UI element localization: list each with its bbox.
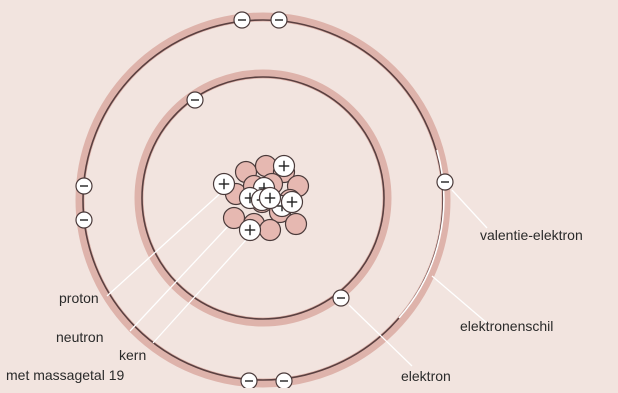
leader-electron-shell	[431, 275, 488, 324]
label-nucleus: kern	[119, 347, 146, 363]
proton	[258, 186, 282, 210]
label-mass-number: met massagetal 19	[6, 367, 124, 383]
nucleus	[212, 154, 310, 242]
inner-electron-shell	[134, 69, 392, 327]
proton	[212, 172, 236, 196]
electron	[332, 289, 350, 307]
electron	[233, 11, 251, 29]
proton	[280, 190, 304, 214]
label-electron: elektron	[401, 368, 451, 384]
neutron	[284, 212, 308, 236]
electrons	[75, 11, 454, 390]
proton	[272, 154, 296, 178]
electron	[240, 372, 258, 390]
leader-valence-electron	[451, 189, 488, 229]
neutron	[258, 218, 282, 242]
leader-proton	[106, 189, 225, 297]
leader-nucleus	[152, 239, 247, 344]
label-neutron: neutron	[56, 329, 103, 345]
electron	[270, 11, 288, 29]
electron	[75, 177, 93, 195]
label-electron-shell: elektronenschil	[460, 318, 553, 334]
leader-lines	[106, 189, 488, 367]
electron	[436, 173, 454, 191]
leader-electron	[348, 304, 413, 367]
neutron	[222, 206, 246, 230]
outer-electron-shell	[75, 12, 451, 388]
proton	[238, 218, 262, 242]
label-proton: proton	[59, 290, 99, 306]
electron	[275, 372, 293, 390]
label-valence-electron: valentie-elektron	[480, 227, 583, 243]
electron	[186, 91, 204, 109]
leader-neutron	[129, 221, 233, 332]
electron	[75, 211, 93, 229]
